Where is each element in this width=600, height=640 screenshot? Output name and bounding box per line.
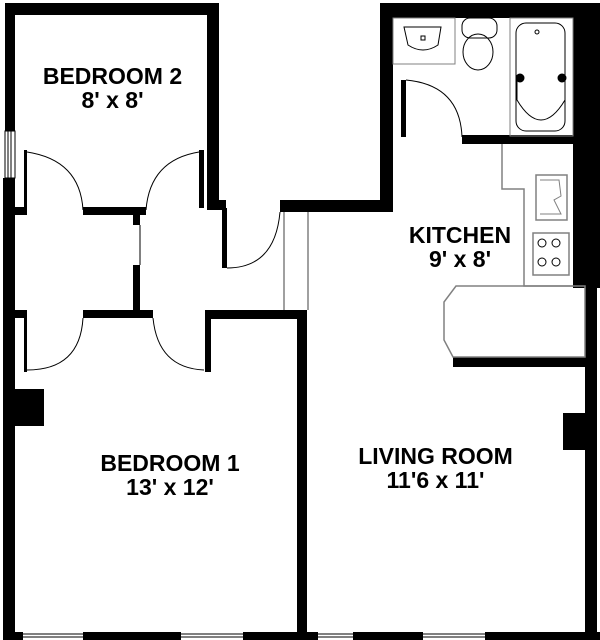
room-size: 13' x 12' (126, 474, 214, 500)
fixtures (392, 17, 574, 267)
room-label-kitchen: KITCHEN 9' x 8' (385, 223, 535, 271)
kitchen-sink-icon (540, 179, 562, 215)
toilet-bowl-icon (462, 33, 494, 71)
room-name: KITCHEN (408, 222, 512, 248)
door-swings (26, 79, 463, 371)
windows (4, 130, 485, 638)
room-label-bedroom-1: BEDROOM 1 13' x 12' (60, 451, 280, 499)
sink-icon (403, 26, 442, 51)
room-name: LIVING ROOM (358, 443, 513, 469)
room-label-living-room: LIVING ROOM 11'6 x 11' (318, 444, 553, 492)
toilet-tank-icon (461, 17, 498, 39)
room-size: 8' x 8' (81, 87, 144, 113)
room-name: BEDROOM 2 (42, 63, 183, 89)
room-size: 11'6 x 11' (386, 467, 485, 493)
counters (283, 144, 586, 358)
walls (3, 3, 600, 640)
room-name: BEDROOM 1 (100, 450, 240, 476)
room-size: 9' x 8' (428, 246, 492, 272)
stove-icon (537, 238, 561, 267)
room-label-bedroom-2: BEDROOM 2 8' x 8' (20, 64, 205, 112)
